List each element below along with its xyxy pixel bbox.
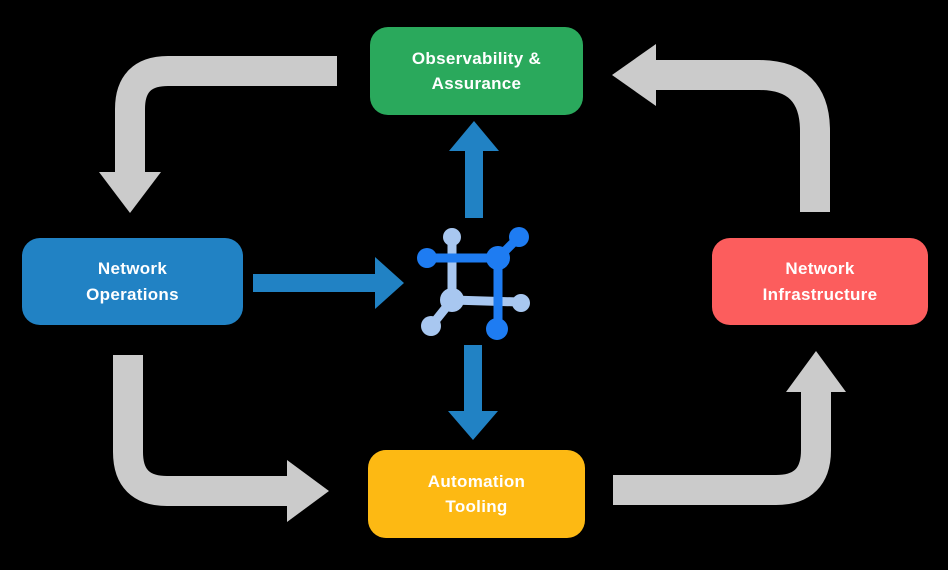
arrow-operations-to-center bbox=[253, 257, 404, 309]
node-automation-tooling-label: Automation Tooling bbox=[427, 471, 526, 517]
node-network-infrastructure-label: Network Infrastructure bbox=[762, 259, 878, 304]
node-network-operations-label: Network Operations bbox=[86, 259, 179, 304]
network-mesh-icon-top-node bbox=[443, 228, 461, 246]
network-mesh-icon-top-right-hub bbox=[486, 246, 510, 270]
network-mesh-icon-upper-right-node bbox=[509, 227, 529, 247]
network-mesh-icon bbox=[417, 227, 530, 340]
arrow-observability-to-operations-head bbox=[99, 172, 161, 213]
network-mesh-icon-right-node bbox=[512, 294, 530, 312]
arrow-observability-to-operations bbox=[99, 56, 337, 213]
node-observability-assurance: Observability & Assurance bbox=[370, 27, 583, 115]
arrow-operations-to-automation-shaft bbox=[113, 355, 291, 506]
arrow-infrastructure-to-observability-head bbox=[612, 44, 656, 106]
arrow-center-to-observability-head bbox=[449, 121, 499, 151]
arrow-automation-to-infrastructure-head bbox=[786, 351, 846, 392]
arrow-infrastructure-to-observability bbox=[612, 44, 830, 212]
arrow-automation-to-infrastructure-shaft bbox=[613, 388, 831, 505]
node-automation-tooling: Automation Tooling bbox=[368, 450, 585, 538]
network-mesh-icon-lower-left-node bbox=[421, 316, 441, 336]
arrow-operations-to-automation bbox=[113, 355, 329, 522]
network-mesh-icon-bottom-left-hub bbox=[440, 288, 464, 312]
node-observability-assurance-label: Observability & Assurance bbox=[411, 48, 542, 94]
node-network-infrastructure: Network Infrastructure bbox=[712, 238, 928, 325]
network-mesh-icon-bottom-node bbox=[486, 318, 508, 340]
arrow-operations-to-center-head bbox=[375, 257, 404, 309]
arrow-center-to-automation bbox=[448, 345, 498, 440]
arrow-center-to-observability bbox=[449, 121, 499, 218]
arrow-observability-to-operations-shaft bbox=[115, 56, 337, 176]
arrow-center-to-automation-head bbox=[448, 411, 498, 440]
arrow-infrastructure-to-observability-shaft bbox=[654, 60, 830, 212]
arrow-automation-to-infrastructure bbox=[613, 351, 846, 505]
arrow-operations-to-automation-head bbox=[287, 460, 329, 522]
network-mesh-icon-left-node bbox=[417, 248, 437, 268]
node-network-operations: Network Operations bbox=[22, 238, 243, 325]
